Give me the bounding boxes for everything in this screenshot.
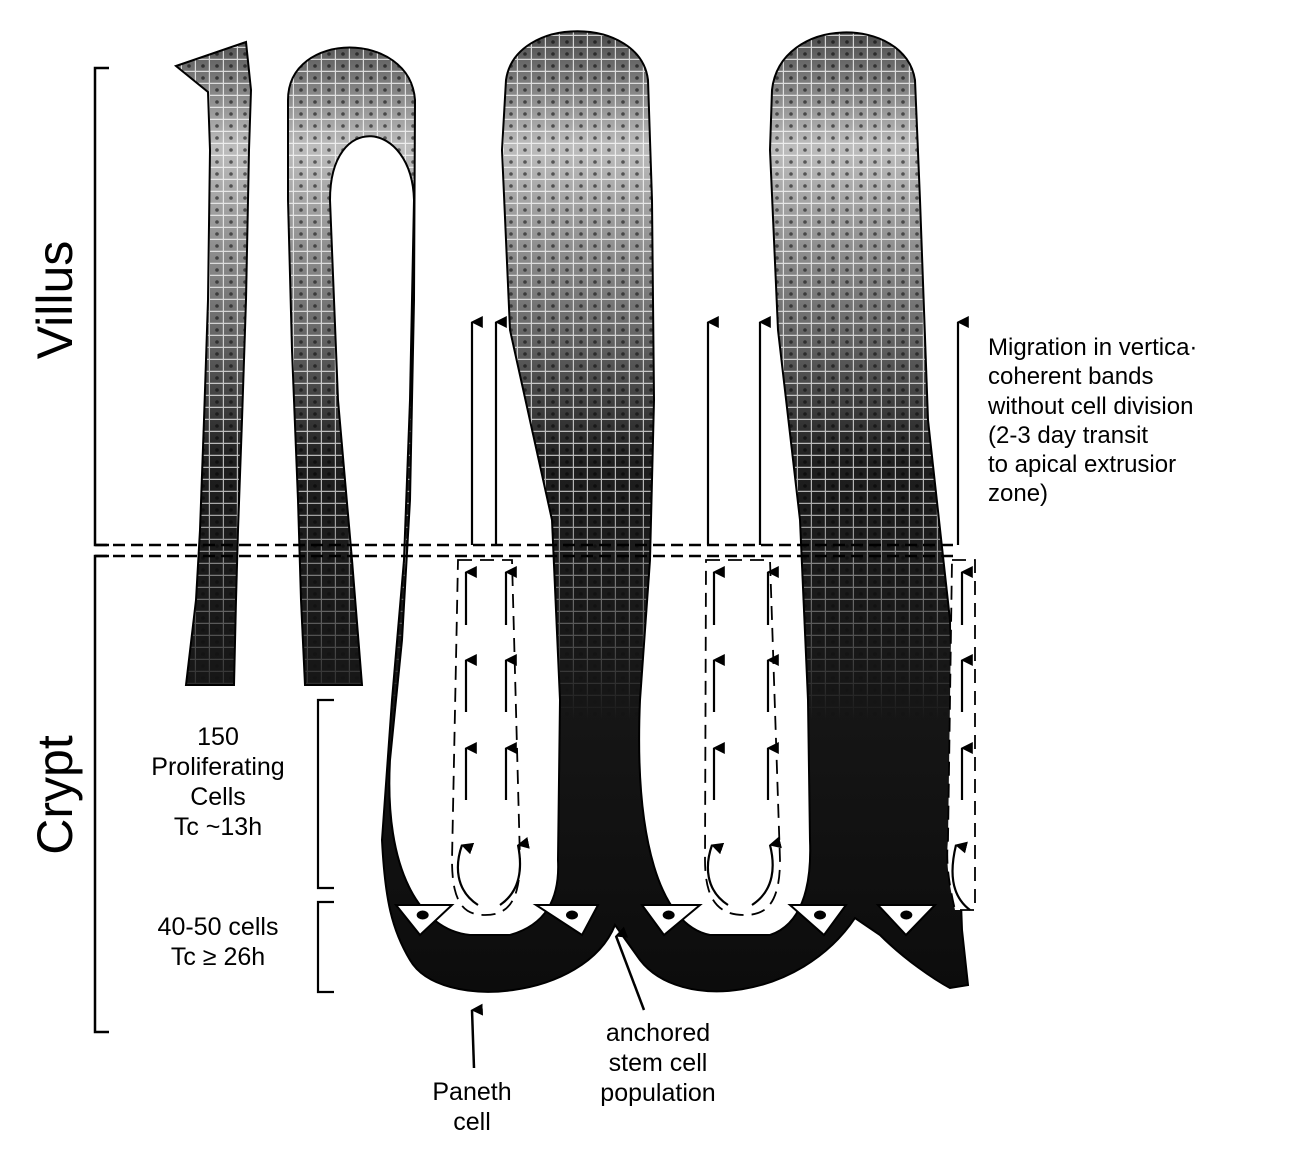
migration-line-5: to apical extrusior — [988, 450, 1283, 479]
paneth-cell-nucleus — [900, 911, 912, 920]
crypt-bracket — [95, 556, 109, 1032]
stem-line-2: Tc ≥ 26h — [118, 942, 318, 972]
epithelium-tissue — [176, 31, 975, 992]
paneth-cell-nucleus — [663, 911, 675, 920]
proliferating-line-1: 150 — [118, 722, 318, 752]
anchored-line-3: population — [568, 1078, 748, 1108]
crypt-label: Crypt — [25, 715, 85, 875]
cell-grid-texture — [176, 31, 968, 992]
paneth-cell-label: Paneth cell — [412, 1077, 532, 1137]
proliferating-line-4: Tc ~13h — [118, 812, 318, 842]
migration-line-3: without cell division — [988, 392, 1283, 421]
paneth-line-2: cell — [412, 1107, 532, 1137]
proliferating-line-3: Cells — [118, 782, 318, 812]
migration-line-6: zone) — [988, 479, 1283, 508]
stem-cells-label: 40-50 cells Tc ≥ 26h — [118, 912, 318, 972]
anchored-line-2: stem cell — [568, 1048, 748, 1078]
migration-note: Migration in vertica· coherent bands wit… — [988, 333, 1283, 509]
anchored-stem-label: anchored stem cell population — [568, 1018, 748, 1108]
crypt-lumen — [452, 560, 520, 915]
villus-bracket — [95, 68, 109, 545]
stem-bracket — [318, 902, 334, 992]
villus-label: Villus — [25, 220, 85, 380]
migration-line-1: Migration in vertica· — [988, 333, 1283, 362]
proliferating-cells-label: 150 Proliferating Cells Tc ~13h — [118, 722, 318, 842]
anchored-line-1: anchored — [568, 1018, 748, 1048]
stem-line-1: 40-50 cells — [118, 912, 318, 942]
proliferating-line-2: Proliferating — [118, 752, 318, 782]
paneth-pointer-arrow — [472, 1010, 474, 1068]
paneth-cell-nucleus — [814, 911, 826, 920]
migration-line-2: coherent bands — [988, 362, 1283, 391]
paneth-cell-nucleus — [566, 911, 578, 920]
proliferating-bracket — [318, 700, 334, 888]
paneth-line-1: Paneth — [412, 1077, 532, 1107]
migration-line-4: (2-3 day transit — [988, 421, 1283, 450]
paneth-cell-nucleus — [417, 911, 429, 920]
